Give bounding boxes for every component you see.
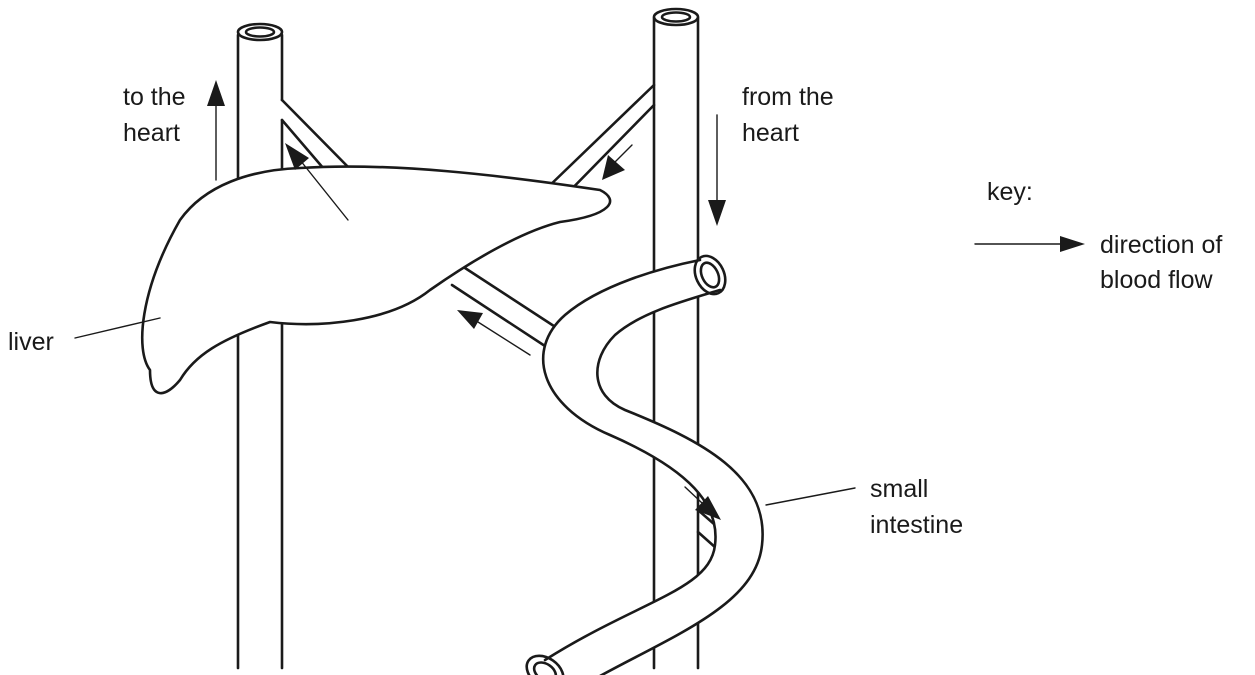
- flow-arrow-down-right-vessel: [708, 115, 726, 226]
- to-heart-label-line1: to the: [123, 83, 186, 111]
- flow-arrow-into-liver: [602, 145, 632, 180]
- liver-label: liver: [8, 328, 54, 356]
- small-intestine: [521, 251, 763, 675]
- key-description-line2: blood flow: [1100, 266, 1214, 294]
- from-heart-label-line2: heart: [742, 119, 799, 147]
- intestine-leader-line: [766, 488, 855, 505]
- to-heart-label-line2: heart: [123, 119, 180, 147]
- intestine-label-line1: small: [870, 475, 928, 503]
- intestine-label-line2: intestine: [870, 511, 963, 539]
- portal-vessel: [452, 268, 560, 348]
- key-title: key:: [987, 178, 1033, 206]
- from-heart-label-line1: from the: [742, 83, 834, 111]
- left-vessel: [238, 24, 356, 668]
- key-arrow: [975, 236, 1085, 252]
- flow-arrow-intestine-to-liver: [457, 310, 530, 355]
- flow-arrow-up-left-vessel: [207, 80, 225, 180]
- liver: [142, 167, 610, 394]
- key-description-line1: direction of: [1100, 231, 1222, 259]
